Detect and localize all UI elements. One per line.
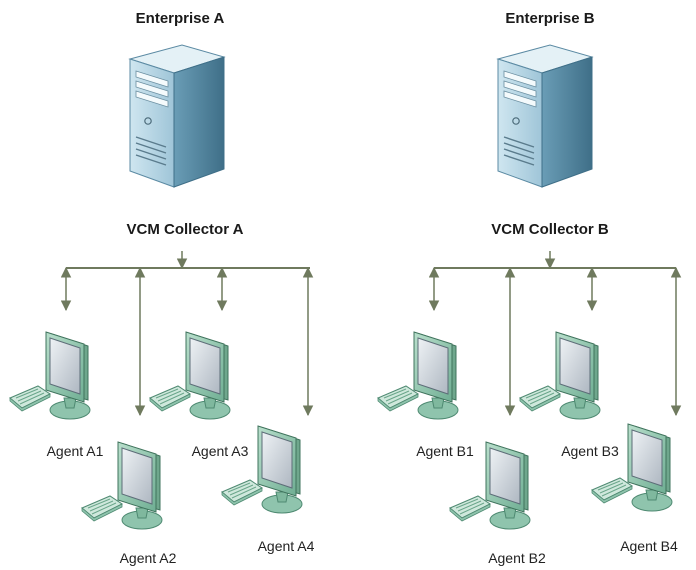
enterprise-b-title: Enterprise B [505, 10, 595, 27]
agent-b2-label: Agent B2 [488, 550, 546, 566]
workstation-a1-icon [9, 331, 91, 420]
agent-b4-label: Agent B4 [620, 538, 678, 554]
agent-a1-label: Agent A1 [46, 443, 104, 459]
workstation-b4-icon [591, 423, 673, 512]
agent-b3-label: Agent B3 [561, 443, 619, 459]
collector-a-label: VCM Collector A [126, 221, 244, 238]
enterprise-a-title: Enterprise A [135, 10, 225, 27]
workstation-b3-icon [519, 331, 601, 420]
agent-a4-label: Agent A4 [257, 538, 315, 554]
collector-b-label: VCM Collector B [491, 221, 609, 238]
agent-a3-label: Agent A3 [191, 443, 249, 459]
workstation-a4-icon [221, 425, 303, 514]
server-b-icon [497, 44, 593, 188]
server-a-icon [129, 44, 225, 188]
agent-a2-label: Agent A2 [119, 550, 177, 566]
workstation-a3-icon [149, 331, 231, 420]
workstation-b1-icon [377, 331, 459, 420]
agent-b1-label: Agent B1 [416, 443, 474, 459]
